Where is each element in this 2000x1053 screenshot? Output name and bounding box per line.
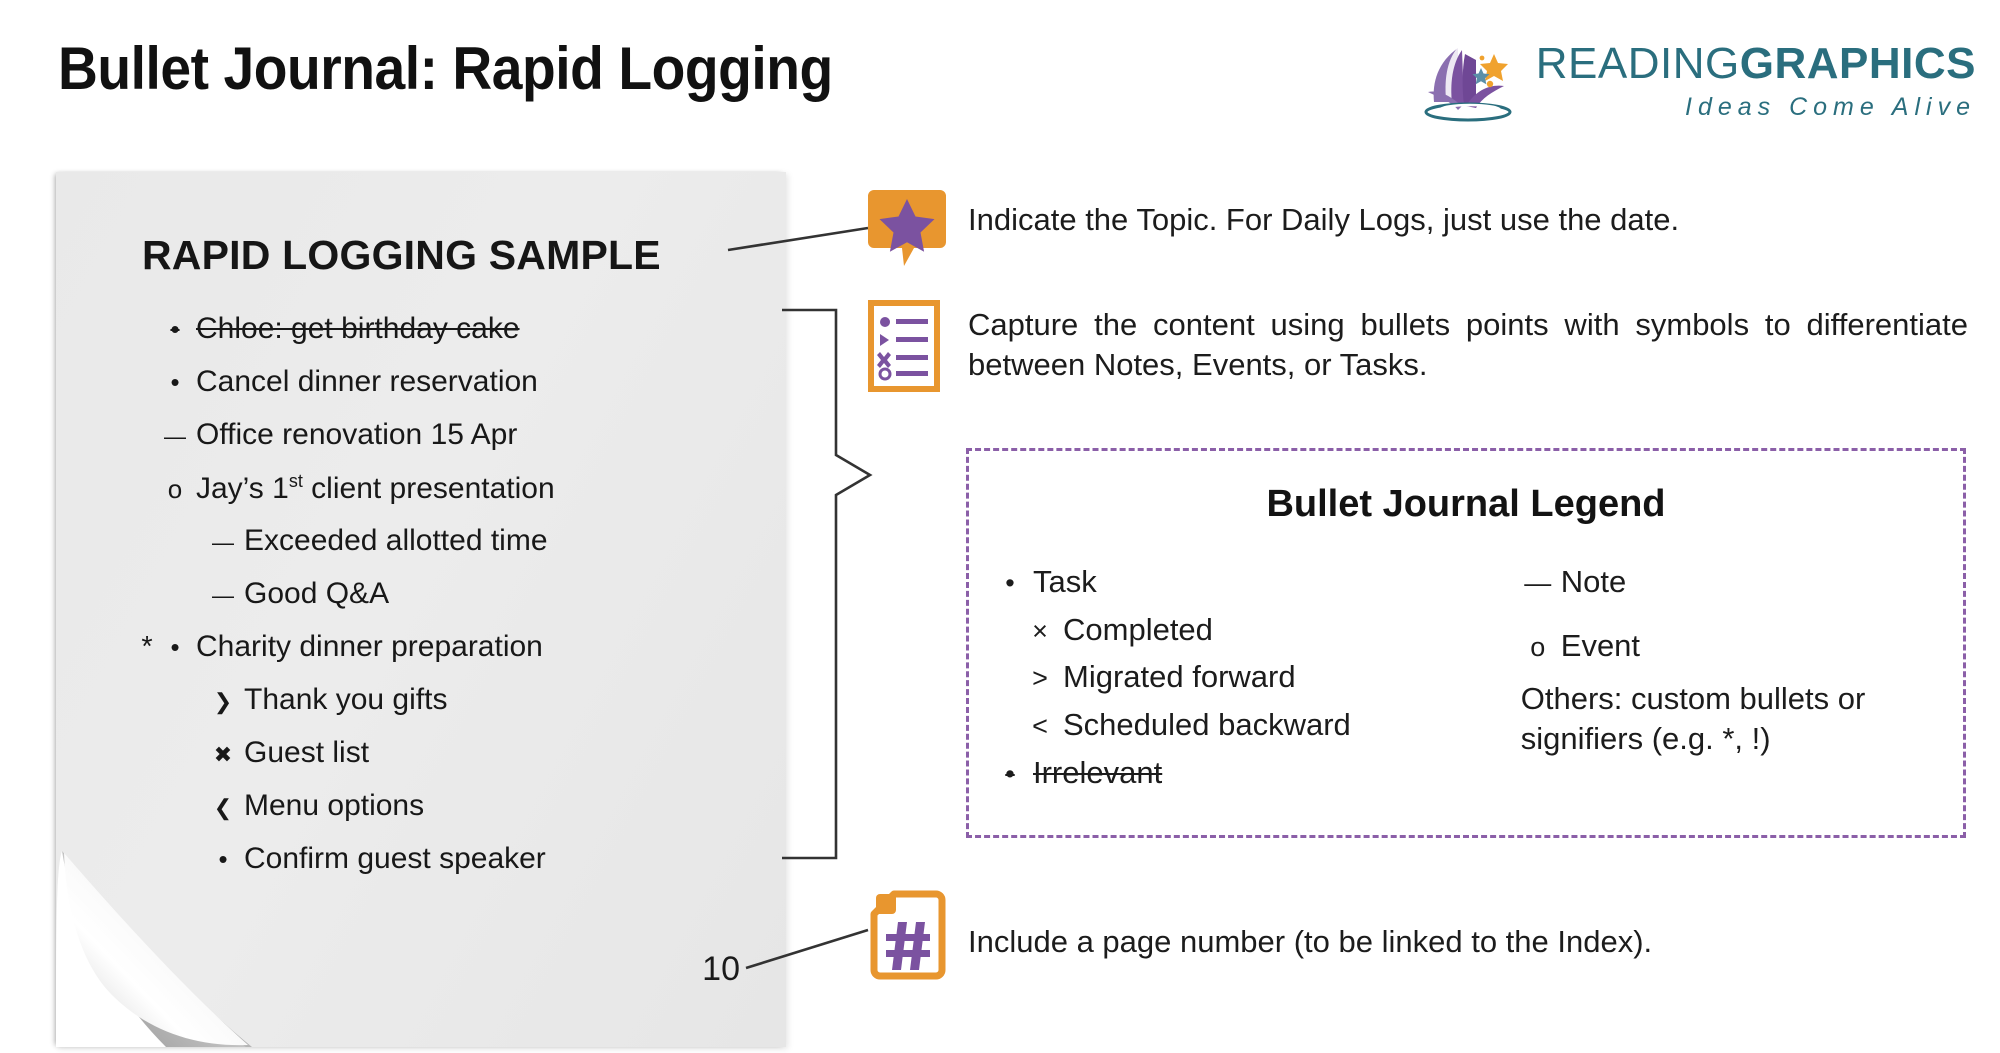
legend-column-left: • Task × Completed > Migrated forward < … xyxy=(993,562,1521,800)
logo-word-light: READING xyxy=(1535,39,1740,88)
legend-item-symbol: < xyxy=(1032,711,1048,742)
legend-item-label: Completed xyxy=(1063,611,1213,647)
legend-item-label: Scheduled backward xyxy=(1063,707,1351,743)
note-page-number: 10 xyxy=(702,950,740,988)
callout-page-text: Include a page number (to be linked to t… xyxy=(968,924,1653,959)
note-item-text: Guest list xyxy=(244,736,370,769)
legend-item-symbol: • xyxy=(1005,758,1015,789)
legend-item: × Completed xyxy=(993,610,1521,650)
bullet-list-icon xyxy=(868,300,940,392)
note-item-text: Office renovation 15 Apr xyxy=(196,418,518,451)
note-item-bullet: — xyxy=(212,583,234,608)
callout-bullets-text: Capture the content using bullets points… xyxy=(968,307,1968,383)
note-item: • Chloe: get birthday cake xyxy=(134,312,754,365)
callout-topic-text: Indicate the Topic. For Daily Logs, just… xyxy=(968,202,1680,237)
logo-wordmark: READINGGRAPHICS Ideas Come Alive xyxy=(1536,42,1976,120)
legend-item-label: Event xyxy=(1560,627,1641,663)
note-item: o Jay’s 1st client presentation xyxy=(134,471,754,524)
note-item: ✖ Guest list xyxy=(134,736,754,789)
legend-item: o Event xyxy=(1521,626,1939,666)
note-item-bullet: o xyxy=(167,474,183,504)
note-item-signifier: * xyxy=(141,631,153,663)
legend-title: Bullet Journal Legend xyxy=(1266,483,1666,525)
rapid-logging-sample-paper: RAPID LOGGING SAMPLE • Chloe: get birthd… xyxy=(56,172,786,1047)
note-item-text: Good Q&A xyxy=(244,577,390,610)
note-item-text: Menu options xyxy=(244,789,425,822)
bullet-journal-legend-box: Bullet Journal Legend • Task × Completed… xyxy=(966,448,1966,838)
note-item-text: Chloe: get birthday cake xyxy=(196,312,520,345)
speech-bubble-star-icon xyxy=(868,190,946,266)
legend-others-note: Others: custom bullets or signifiers (e.… xyxy=(1520,681,1866,757)
brace-bullets xyxy=(782,308,873,860)
legend-item-label: Task xyxy=(1033,564,1097,599)
note-item-bullet: — xyxy=(212,530,234,555)
note-item: • Confirm guest speaker xyxy=(134,842,754,895)
page-number-hash-icon xyxy=(870,890,946,980)
legend-column-right: — Note o Event Others: custom bullets or… xyxy=(1521,562,1939,800)
note-item: * • Charity dinner preparation xyxy=(134,630,754,683)
note-item-bullet: ✖ xyxy=(213,742,233,767)
legend-item-symbol: o xyxy=(1530,631,1546,662)
note-item: ❯ Thank you gifts xyxy=(134,683,754,736)
legend-item-symbol: • xyxy=(1005,568,1015,598)
note-item-text: Cancel dinner reservation xyxy=(196,365,538,398)
note-item-text: Charity dinner preparation xyxy=(196,630,543,663)
legend-item: > Migrated forward xyxy=(993,657,1521,697)
legend-item-symbol: > xyxy=(1032,663,1048,694)
note-item-bullet: • xyxy=(170,632,180,662)
note-item-text: Exceeded allotted time xyxy=(244,524,548,557)
legend-item-label: Migrated forward xyxy=(1063,659,1296,695)
note-title: RAPID LOGGING SAMPLE xyxy=(142,232,661,278)
note-item-bullet: • xyxy=(170,314,180,344)
note-item: — Exceeded allotted time xyxy=(134,524,754,577)
legend-item: — Note xyxy=(1521,562,1939,602)
logo-word: READINGGRAPHICS xyxy=(1536,42,1976,86)
note-item-text-jay: Jay’s 1st client presentation xyxy=(196,471,555,505)
note-item-bullet: • xyxy=(218,844,228,874)
readingraphics-logo: READINGGRAPHICS Ideas Come Alive xyxy=(1418,40,1976,122)
legend-item-label: Note xyxy=(1560,564,1627,599)
note-item-list: • Chloe: get birthday cake • Cancel dinn… xyxy=(134,312,754,895)
legend-item-symbol: × xyxy=(1032,615,1048,646)
legend-item: < Scheduled backward xyxy=(993,705,1521,745)
note-item: ❮ Menu options xyxy=(134,789,754,842)
logo-tagline: Ideas Come Alive xyxy=(1685,93,1976,121)
note-item: — Office renovation 15 Apr xyxy=(134,418,754,471)
legend-item-label: Irrelevant xyxy=(1033,754,1163,790)
note-item-bullet: ❮ xyxy=(213,795,233,820)
note-item-bullet: ❯ xyxy=(213,689,233,714)
note-item: — Good Q&A xyxy=(134,577,754,630)
note-item: • Cancel dinner reservation xyxy=(134,365,754,418)
legend-item: • Irrelevant xyxy=(993,753,1521,793)
note-item-text: Thank you gifts xyxy=(244,683,448,716)
note-item-bullet: — xyxy=(164,424,186,449)
legend-item: • Task xyxy=(993,562,1521,602)
note-item-bullet: • xyxy=(170,367,180,397)
note-item-text: Confirm guest speaker xyxy=(244,842,546,875)
legend-item-symbol: — xyxy=(1524,568,1552,598)
open-book-with-stars-icon xyxy=(1424,46,1512,122)
page-title: Bullet Journal: Rapid Logging xyxy=(58,35,833,102)
logo-word-bold: GRAPHICS xyxy=(1739,39,1976,88)
